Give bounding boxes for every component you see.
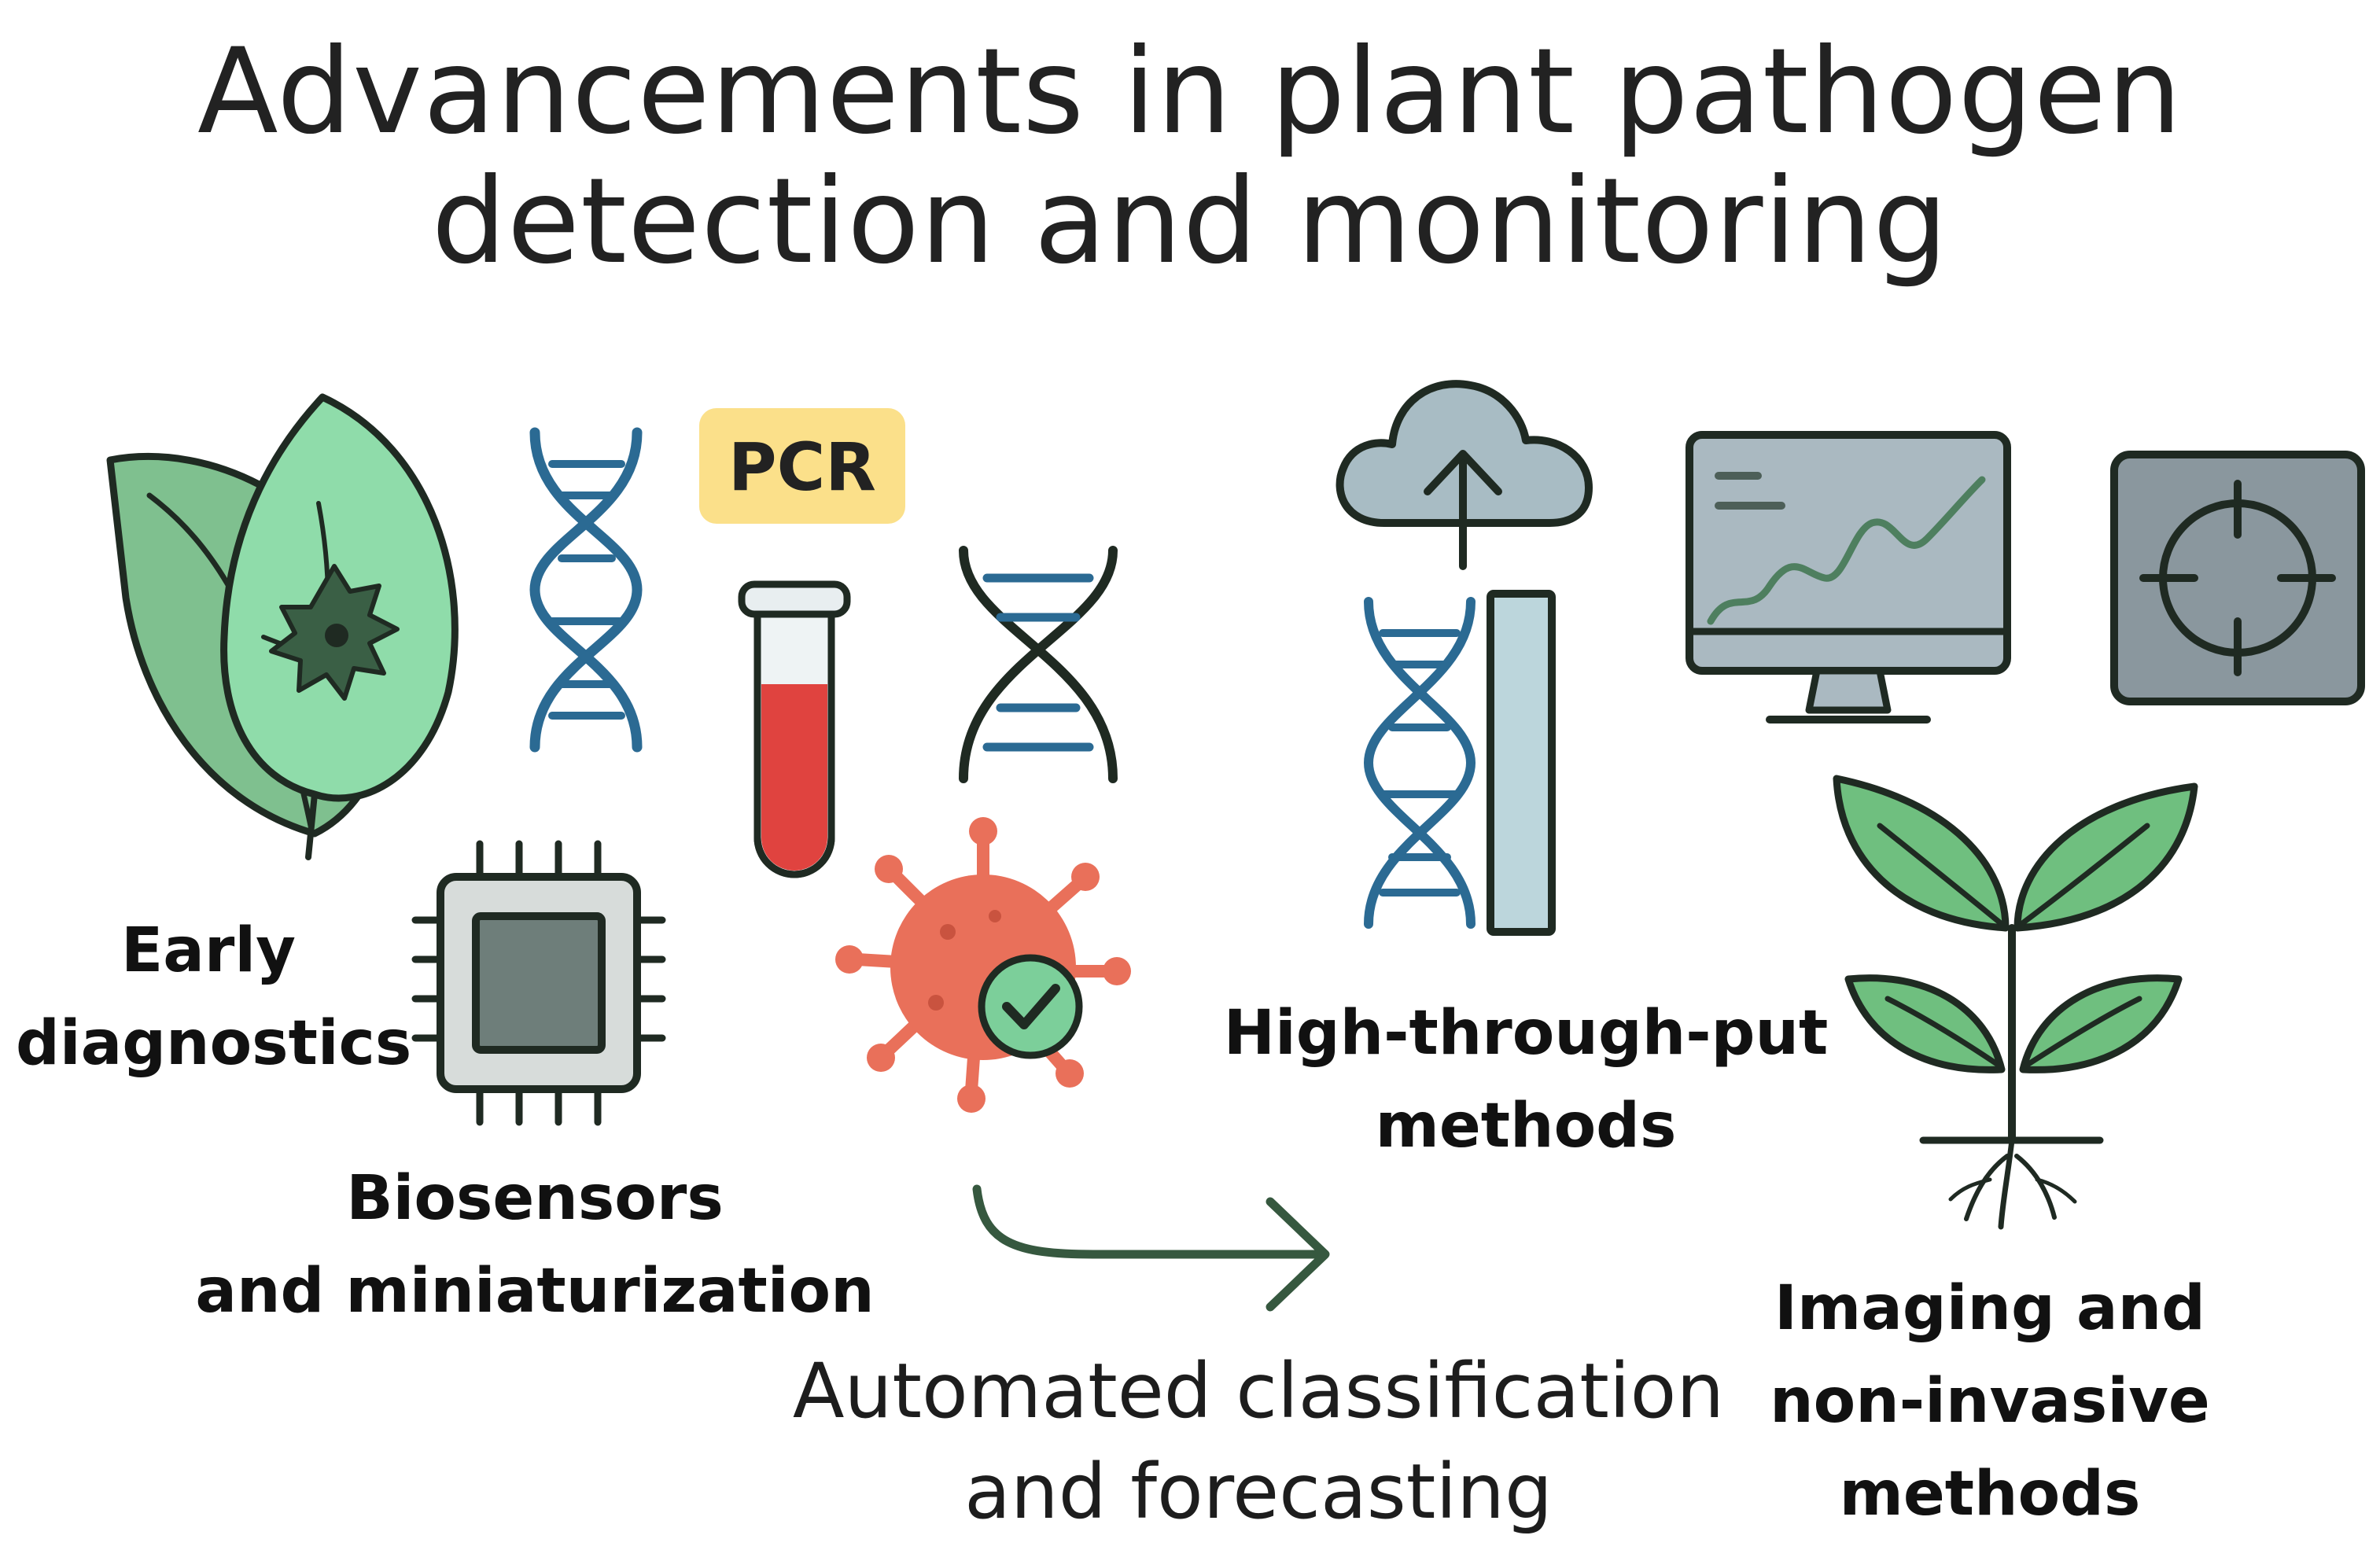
dna-sequencing-icon: [1363, 590, 1556, 936]
label-imaging-line3: methods: [1839, 1459, 2141, 1530]
label-high-throughput-line1: High-through-put: [1223, 998, 1829, 1069]
label-high-throughput-line2: methods: [1375, 1091, 1677, 1162]
label-early-diagnostics-line2: diagnostics: [16, 1008, 412, 1079]
label-automated-classification: Automated classification and forecasting: [771, 1341, 1746, 1542]
label-early-diagnostics-line1: Early: [121, 915, 296, 986]
label-imaging: Imaging and non-invasive methods: [1730, 1262, 2249, 1541]
pcr-badge: PCR: [699, 408, 905, 524]
label-automated-line1: Automated classification: [792, 1347, 1725, 1435]
label-biosensors: Biosensors and miniaturization: [181, 1152, 889, 1338]
label-early-diagnostics: Early diagnostics: [16, 904, 412, 1090]
label-high-throughput: High-through-put methods: [1219, 987, 1833, 1173]
label-imaging-line2: non-invasive: [1770, 1366, 2210, 1437]
label-biosensors-line1: Biosensors: [346, 1163, 724, 1234]
crosshair-scanner-icon: [2110, 451, 2365, 705]
pcr-badge-text: PCR: [728, 429, 876, 506]
label-biosensors-line2: and miniaturization: [195, 1256, 875, 1327]
title-line-1: Advancements in plant pathogen: [197, 24, 2183, 160]
dna-helix-icon: [529, 427, 643, 753]
arrow-right-icon: [972, 1184, 1330, 1312]
cloud-upload-icon: [1336, 380, 1593, 570]
monitor-chart-icon: [1686, 431, 2011, 723]
test-tube-icon: [738, 580, 851, 878]
plant-seedling-icon: [1833, 775, 2198, 1230]
label-automated-line2: and forecasting: [964, 1448, 1553, 1536]
microchip-icon: [411, 840, 666, 1126]
label-imaging-line1: Imaging and: [1774, 1273, 2206, 1344]
dna-helix-icon: [959, 546, 1118, 783]
title-line-2: detection and monitoring: [431, 153, 1949, 290]
infected-leaf-icon: [106, 393, 459, 860]
virus-check-icon: [835, 817, 1131, 1113]
